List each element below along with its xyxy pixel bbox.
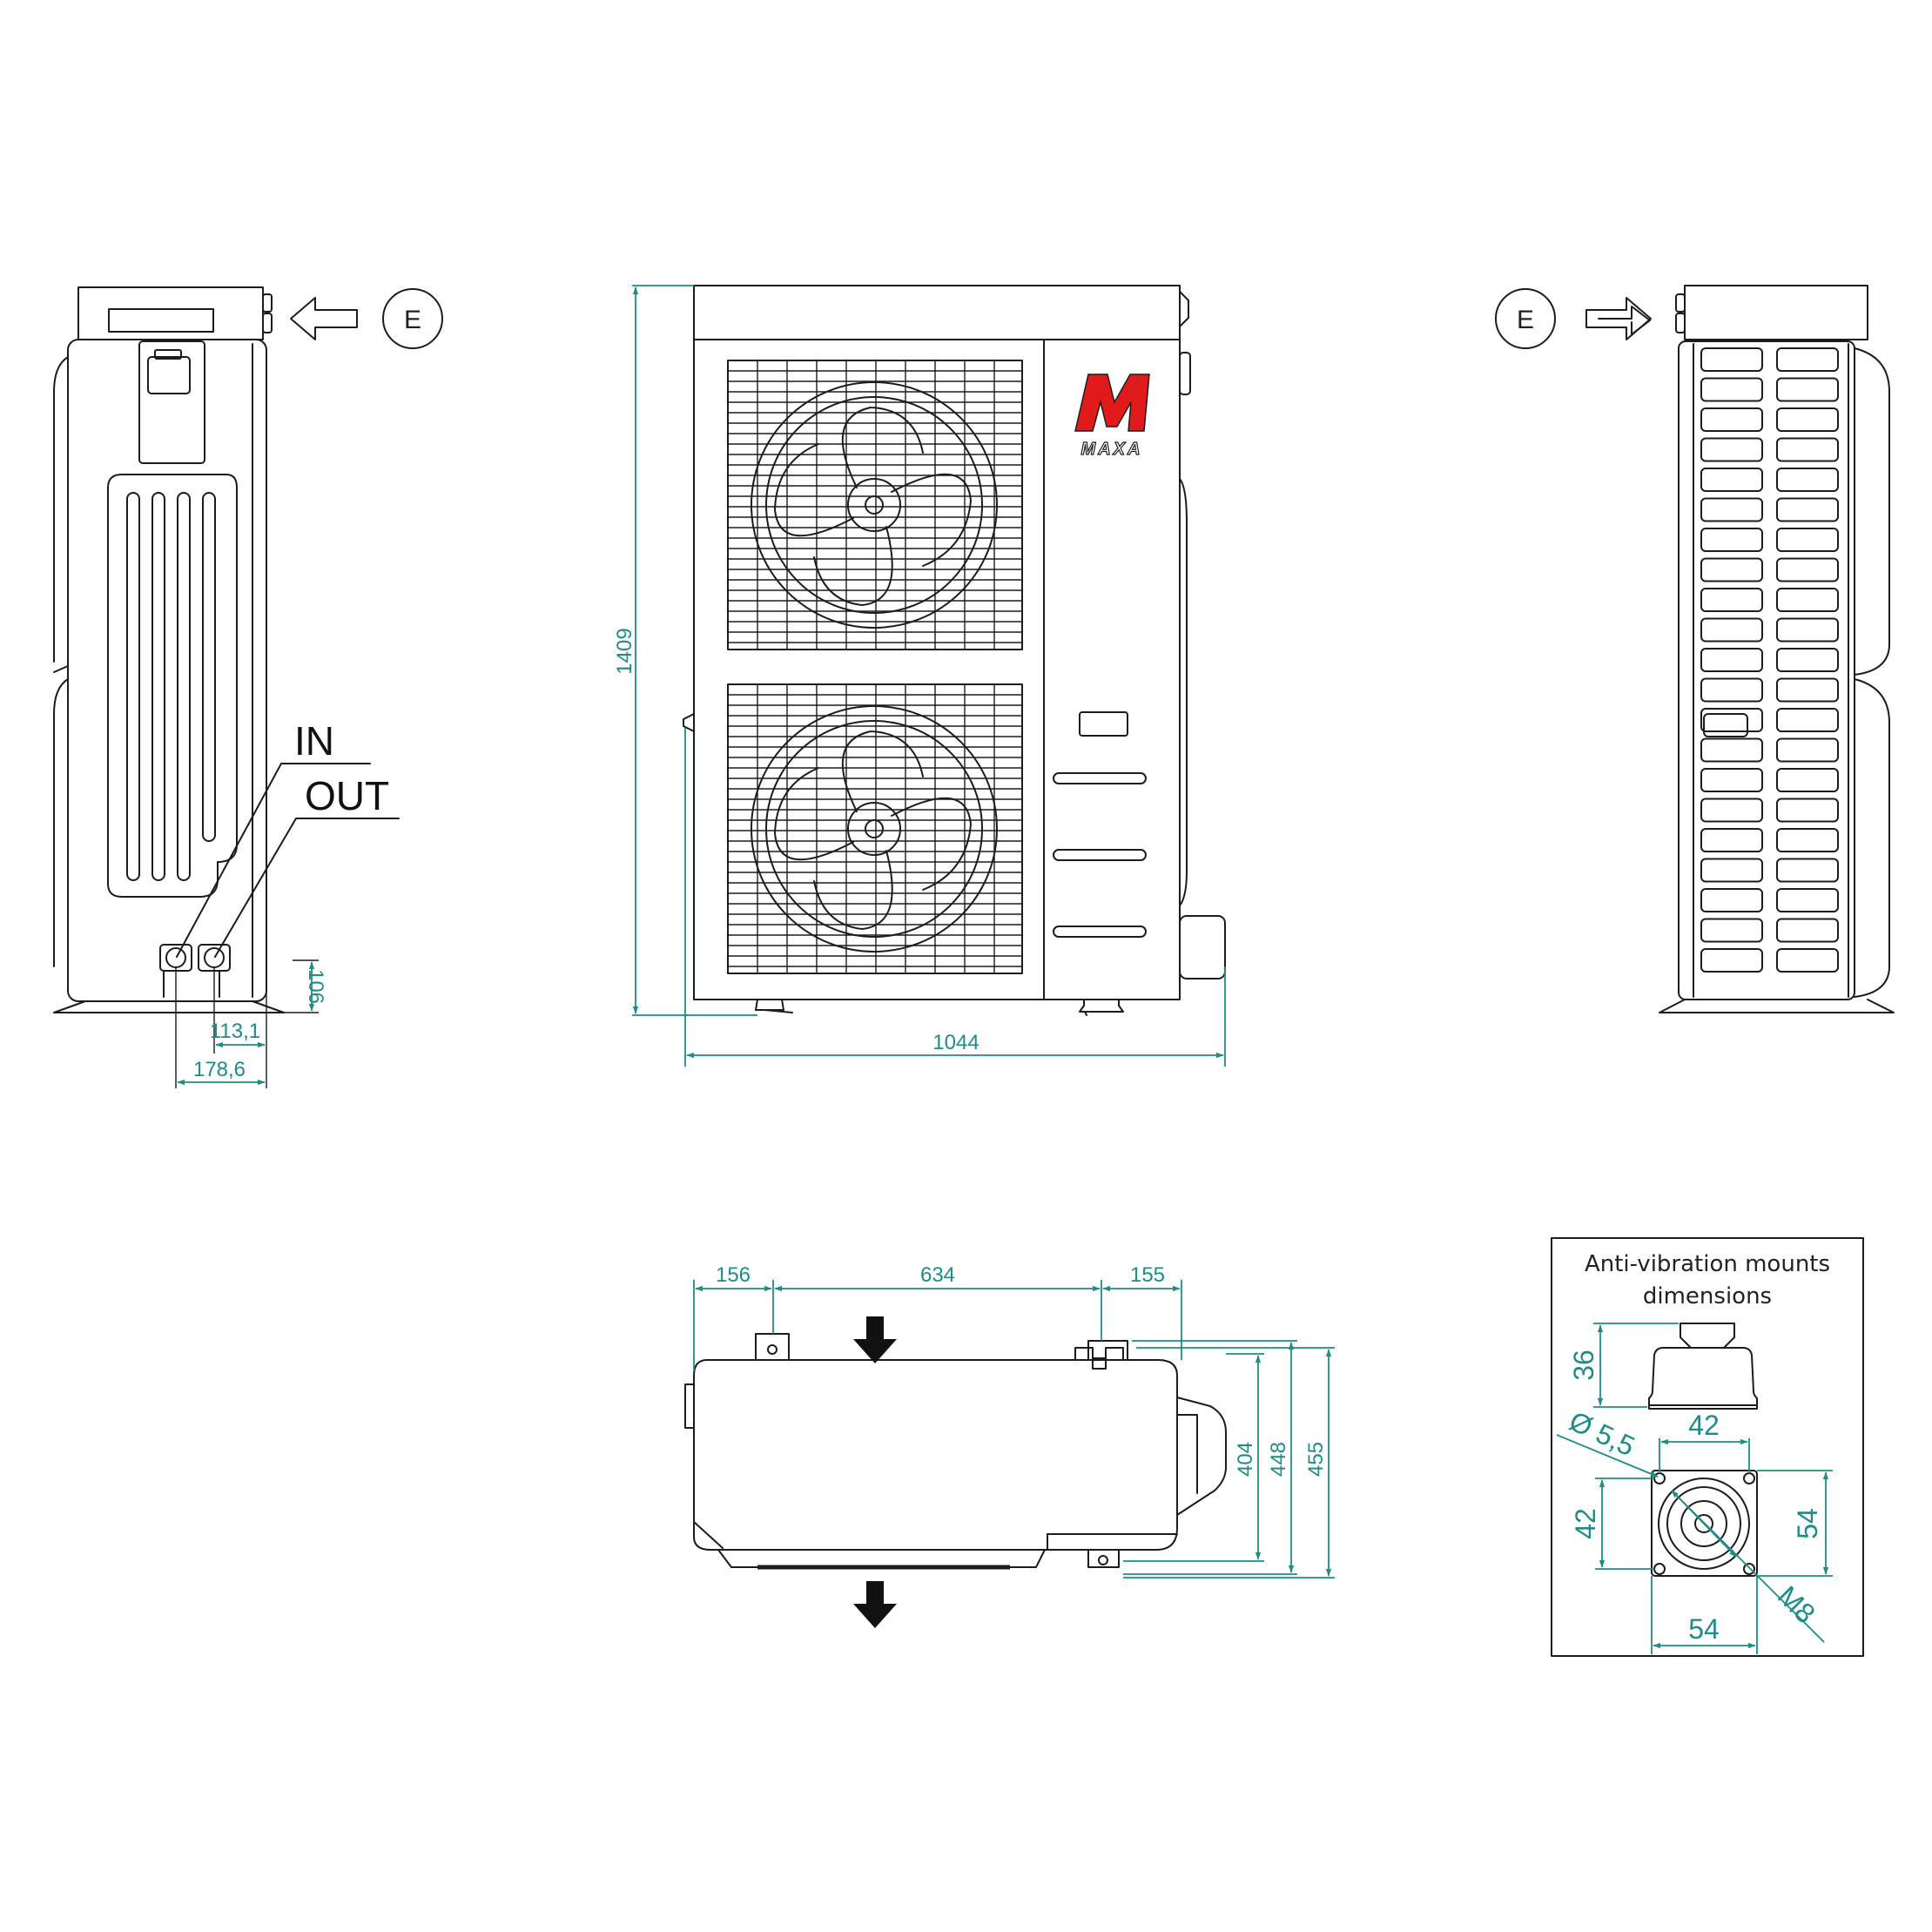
label-in: IN — [294, 718, 334, 764]
mounts-dim-m8: M8 — [1772, 1579, 1821, 1629]
top-dim-156: 156 — [716, 1263, 751, 1287]
top-dim-634: 634 — [920, 1263, 955, 1287]
top-view: 156 634 155 404 448 455 — [684, 1263, 1335, 1628]
right-side-view: E — [1495, 285, 1895, 1013]
top-dim-404: 404 — [1234, 1442, 1257, 1477]
mounts-dim-54-bottom: 54 — [1688, 1613, 1720, 1645]
mounts-detail: Anti-vibration mounts dimensions 36 42 4… — [1551, 1237, 1864, 1657]
left-side-view: E IN OUT 106 113,1 178,6 — [53, 286, 443, 1088]
right-marker-e: E — [1517, 306, 1534, 334]
label-out: OUT — [305, 773, 389, 818]
front-dim-1044: 1044 — [932, 1031, 979, 1054]
top-dim-155: 155 — [1130, 1263, 1165, 1287]
top-dim-448: 448 — [1267, 1442, 1290, 1477]
front-view: MAXA 1409 1044 — [613, 285, 1226, 1067]
brand-logo-text: MAXA — [1081, 440, 1143, 459]
mounts-title-line1: Anti-vibration mounts — [1585, 1251, 1830, 1277]
left-dim-178: 178,6 — [193, 1058, 246, 1081]
upper-grille — [728, 360, 1022, 650]
front-dim-1409: 1409 — [613, 628, 636, 674]
top-dim-455: 455 — [1304, 1442, 1328, 1477]
brand-logo: MAXA — [1074, 374, 1150, 460]
right-side-vents — [1700, 347, 1839, 973]
left-marker-e: E — [404, 306, 421, 334]
mounts-dim-42-left: 42 — [1570, 1508, 1601, 1539]
lower-grille — [728, 684, 1022, 973]
left-dim-113: 113,1 — [210, 1020, 260, 1043]
mounts-dim-36: 36 — [1568, 1350, 1599, 1381]
mounts-dim-42-top: 42 — [1688, 1410, 1720, 1441]
left-dim-106: 106 — [304, 969, 327, 1004]
mounts-dim-54-right: 54 — [1792, 1508, 1823, 1539]
mounts-title-line2: dimensions — [1643, 1283, 1772, 1309]
